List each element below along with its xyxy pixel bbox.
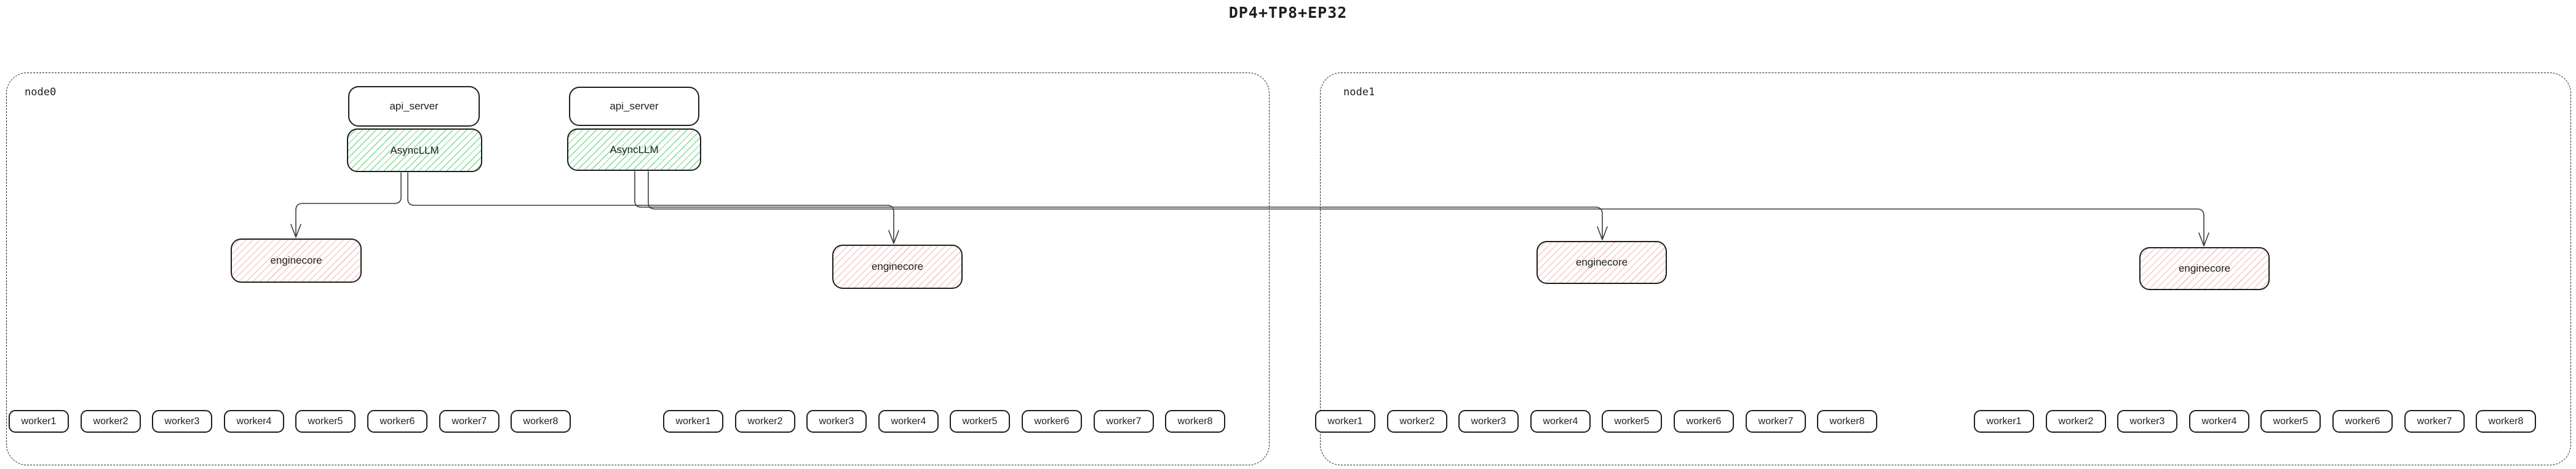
worker-box: worker3 [806,410,867,433]
worker-box: worker4 [224,410,284,433]
api-server-box-2: api_server [569,87,699,126]
worker-box: worker3 [152,410,212,433]
worker-box: worker5 [295,410,356,433]
worker-box: worker7 [439,410,499,433]
enginecore-box-1: enginecore [231,238,362,283]
diagram-title: DP4+TP8+EP32 [1228,4,1348,22]
node1-container [1320,73,2571,465]
worker-box: worker7 [1094,410,1154,433]
worker-box: worker3 [1458,410,1519,433]
api-server-box-1: api_server [348,86,480,127]
worker-box: worker6 [2332,410,2393,433]
worker-box: worker6 [1022,410,1082,433]
worker-box: worker8 [2476,410,2536,433]
worker-box: worker8 [511,410,571,433]
worker-box: worker1 [1315,410,1375,433]
worker-box: worker5 [2260,410,2321,433]
worker-group-node0-a: worker1 worker2 worker3 worker4 worker5 worke… [9,410,574,433]
node0-label: node0 [25,86,57,98]
worker-box: worker2 [735,410,795,433]
enginecore-box-2: enginecore [832,245,963,289]
worker-box: worker7 [1746,410,1806,433]
worker-group-node0-b: worker1 worker2 worker3 worker4 worker5 worke… [663,410,1229,433]
worker-box: worker1 [663,410,723,433]
enginecore-box-4: enginecore [2139,247,2270,290]
worker-group-node1-a: worker1 worker2 worker3 worker4 worker5 worke… [1315,410,1881,433]
worker-box: worker6 [1674,410,1734,433]
worker-box: worker2 [2046,410,2106,433]
worker-box: worker2 [81,410,141,433]
asyncllm-box-2: AsyncLLM [567,128,701,171]
worker-box: worker7 [2404,410,2465,433]
node1-label: node1 [1343,86,1375,98]
worker-box: worker4 [878,410,939,433]
worker-group-node1-b: worker1 worker2 worker3 worker4 worker5 worke… [1974,410,2540,433]
worker-box: worker8 [1165,410,1225,433]
worker-box: worker8 [1817,410,1877,433]
worker-box: worker1 [1974,410,2034,433]
worker-box: worker5 [950,410,1010,433]
worker-box: worker5 [1602,410,1662,433]
asyncllm-box-1: AsyncLLM [347,128,482,172]
worker-box: worker4 [1530,410,1591,433]
worker-box: worker4 [2189,410,2249,433]
node0-container [6,73,1270,465]
worker-box: worker2 [1387,410,1447,433]
worker-box: worker1 [9,410,69,433]
worker-box: worker6 [367,410,427,433]
worker-box: worker3 [2117,410,2177,433]
enginecore-box-3: enginecore [1536,241,1667,284]
